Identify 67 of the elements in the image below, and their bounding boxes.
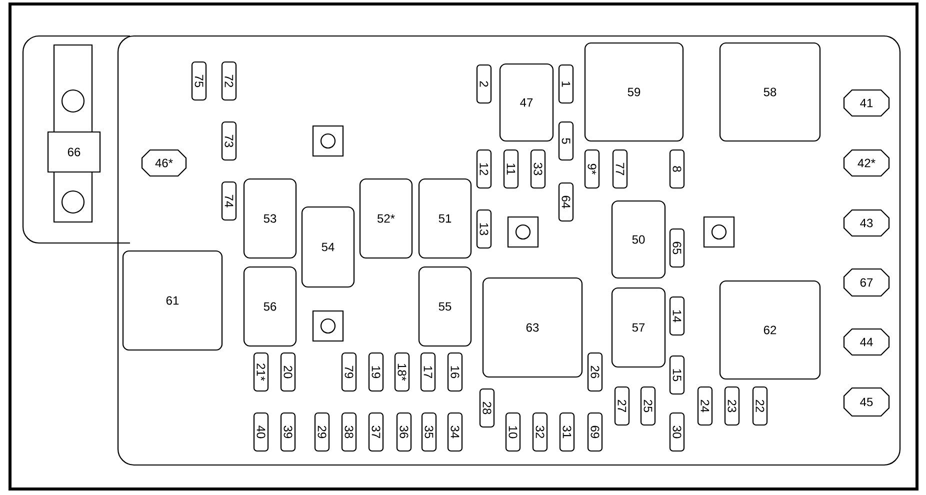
- relay-slot: 61: [122, 250, 223, 351]
- fuse-slot: 20: [280, 352, 296, 392]
- relay-slot: 52*: [359, 178, 413, 259]
- fuse-slot: 16: [447, 352, 463, 392]
- fuse-slot: 29: [314, 412, 330, 452]
- fuse-slot: 77: [612, 149, 628, 189]
- fuse-slot: 24: [697, 386, 713, 426]
- fuse-slot: 65: [669, 228, 685, 268]
- fuse-slot: 32: [532, 412, 548, 452]
- relay-slot: 51: [418, 178, 472, 259]
- fuse-slot: 15: [669, 355, 685, 395]
- fuse-slot: 8: [669, 149, 685, 189]
- fuse-slot: 12: [476, 149, 492, 189]
- fuse-slot: 27: [614, 386, 630, 426]
- fuse-slot: 25: [640, 386, 656, 426]
- maxi-fuse-slot: 46*: [141, 149, 187, 177]
- fuse-slot: 28: [479, 388, 495, 428]
- relay-slot: 53: [243, 178, 297, 259]
- fuse-slot: 17: [420, 352, 436, 392]
- relay-slot: 58: [719, 42, 821, 142]
- relay-slot: 54: [301, 206, 355, 288]
- fuse-slot: 40: [253, 412, 269, 452]
- relay-slot: 50: [611, 200, 666, 279]
- maxi-fuse-slot: 45: [843, 387, 890, 417]
- maxi-fuse-slot: 42*: [843, 149, 890, 177]
- fuse-slot: 18*: [394, 352, 410, 392]
- fuse-slot: 14: [669, 296, 685, 336]
- fuse-slot: 38: [341, 412, 357, 452]
- fuse-slot: 9*: [584, 149, 600, 189]
- fuse-slot: 75: [191, 61, 207, 101]
- fuse-slot: 34: [447, 412, 463, 452]
- fuse-slot: 11: [503, 149, 519, 189]
- fuse-slot: 30: [669, 412, 685, 452]
- fuse-slot: 73: [221, 121, 237, 161]
- relay-slot: 57: [611, 287, 666, 368]
- maxi-fuse-slot: 41: [843, 89, 890, 117]
- fuse-slot: 22: [752, 386, 768, 426]
- maxi-fuse-slot: 44: [843, 328, 890, 356]
- fuse-slot: 19: [368, 352, 384, 392]
- fuse-slot: 72: [221, 61, 237, 101]
- relay-slot: 62: [719, 280, 821, 380]
- fuse-slot: 23: [724, 386, 740, 426]
- relay-slot: 59: [584, 42, 684, 142]
- fuse-slot: 79: [341, 352, 357, 392]
- maxi-fuse-slot: 43: [843, 209, 890, 237]
- relay-slot: 63: [482, 277, 583, 378]
- fuse-slot: 26: [587, 352, 603, 392]
- fuse-slot: 64: [558, 182, 574, 222]
- relay-slot: 47: [499, 63, 554, 142]
- fuse-slot: 69: [587, 412, 603, 452]
- relay-slot: 55: [418, 266, 472, 347]
- relay-slot: 56: [243, 266, 297, 347]
- fuse-slot: 5: [558, 121, 574, 161]
- fuse-slot: 74: [221, 181, 237, 221]
- fuse-slot: 35: [421, 412, 437, 452]
- fuse-slot: 10: [505, 412, 521, 452]
- fuse-slot: 39: [280, 412, 296, 452]
- fuse-slot: 1: [558, 64, 574, 104]
- fuse-slot: 21*: [253, 352, 269, 392]
- fuse-slot: 33: [530, 149, 546, 189]
- fuse-slot: 36: [396, 412, 412, 452]
- fuse-slot: 2: [476, 64, 492, 104]
- fuse-slot: 37: [368, 412, 384, 452]
- maxi-fuse-slot: 67: [843, 268, 890, 297]
- fuse-slot: 31: [559, 412, 575, 452]
- fuse-slot: 13: [476, 209, 492, 249]
- mega-fuse: 66: [47, 131, 101, 173]
